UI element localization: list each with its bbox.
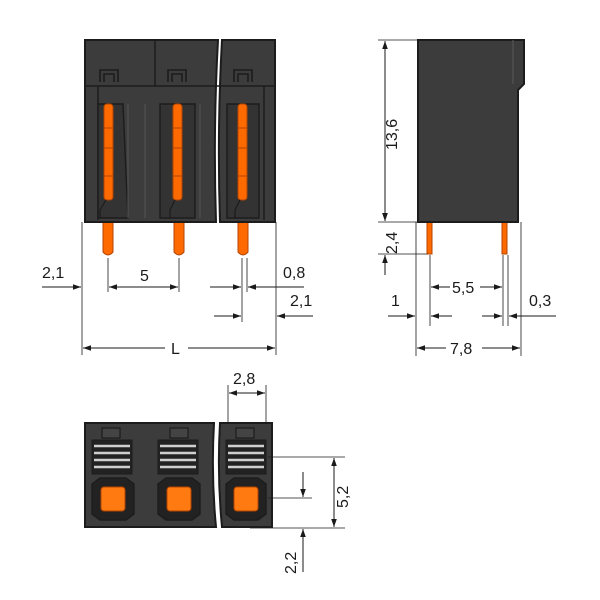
dim-right-offset: 2,1	[290, 293, 312, 310]
dim-row-spacing: 5,2	[335, 486, 352, 508]
side-pin-right	[501, 221, 508, 255]
dim-length: L	[171, 341, 180, 358]
top-view: 2,8 5,2 2,2	[84, 371, 352, 574]
dim-depth: 7,8	[450, 341, 472, 358]
front-extension-lines	[81, 222, 277, 355]
pin-1	[103, 103, 114, 201]
dim-pin-length: 2,4	[384, 232, 401, 254]
dim-pin-thickness: 0,3	[529, 293, 551, 310]
side-pins	[426, 221, 508, 255]
front-channel-lines	[127, 104, 201, 218]
front-view: 2,1 5 0,8 2,1 L	[42, 39, 313, 358]
dim-pin-width: 0,8	[283, 265, 305, 282]
pin-2	[172, 103, 183, 201]
top-notches	[101, 427, 255, 439]
wire-entry-1	[91, 477, 135, 521]
front-pin-grooves	[104, 127, 247, 177]
wire-entry-2	[157, 477, 201, 521]
pin-tail-1	[102, 217, 114, 256]
pin-bends	[99, 199, 241, 218]
front-notches	[99, 69, 253, 82]
dim-left-offset: 2,1	[42, 265, 64, 282]
actuator-1	[100, 486, 126, 512]
top-extension-lines	[227, 385, 345, 529]
actuator-3	[233, 486, 259, 512]
side-view: 13,6 2,4 1 5,5 0,3 7,8	[378, 39, 556, 358]
pin-3	[237, 103, 248, 201]
pin-tails	[102, 217, 249, 256]
dim-bottom-offset: 2,2	[283, 552, 300, 574]
wire-entries	[91, 477, 267, 521]
side-body	[417, 39, 525, 223]
wire-entry-3	[225, 477, 267, 521]
dim-pitch: 5	[140, 268, 149, 285]
dim-side-left-offset: 1	[391, 293, 400, 310]
pin-tail-3	[237, 217, 249, 256]
side-extension-lines	[378, 39, 522, 356]
dim-top-pitch: 2,8	[233, 371, 255, 388]
pin-tail-2	[173, 217, 185, 256]
dim-pin-spacing: 5,5	[452, 280, 474, 297]
release-slot-1	[91, 439, 133, 475]
actuator-2	[166, 486, 192, 512]
side-pin-left	[426, 221, 433, 255]
release-slot-3	[225, 439, 267, 475]
release-slots	[91, 439, 267, 475]
dim-height: 13,6	[384, 119, 401, 150]
release-slot-2	[157, 439, 199, 475]
